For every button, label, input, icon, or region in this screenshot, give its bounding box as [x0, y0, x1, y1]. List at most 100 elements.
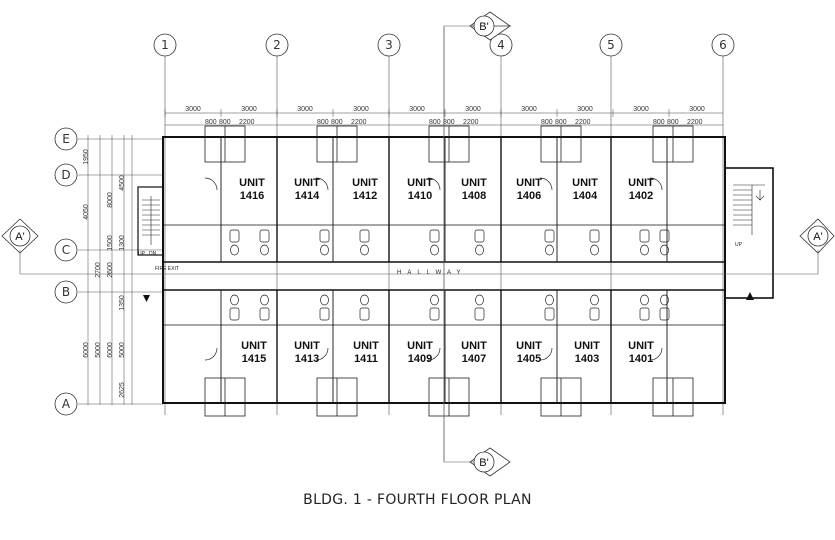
- section-a-right-label: A': [813, 231, 822, 243]
- section-b-bottom-label: B': [479, 457, 488, 469]
- dim-top-5: 3000: [465, 106, 481, 113]
- grid-label-C: C: [62, 243, 70, 257]
- dim-top-7: 3000: [577, 106, 593, 113]
- dim-top-short-0-1: 800: [219, 119, 231, 126]
- dim-top-short-0-0: 800: [205, 119, 217, 126]
- dim-top-1: 3000: [241, 106, 257, 113]
- unit-word-south-1413: UNIT: [294, 340, 320, 352]
- unit-word-south-1411: UNIT: [353, 340, 379, 352]
- grid-bubble-5: 5: [599, 33, 623, 57]
- grid-bubble-D: D: [54, 163, 78, 187]
- dim-top-short-3-1: 800: [555, 119, 567, 126]
- dim-left-12: 5000: [119, 342, 126, 358]
- dim-top-6: 3000: [521, 106, 537, 113]
- unit-word-north-1402: UNIT: [628, 177, 654, 189]
- dim-top-2: 3000: [297, 106, 313, 113]
- dim-top-3: 3000: [353, 106, 369, 113]
- grid-bubble-C: C: [54, 238, 78, 262]
- dim-top-short-2-1: 800: [443, 119, 455, 126]
- unit-word-north-1414: UNIT: [294, 177, 320, 189]
- unit-number-1401: 1401: [629, 353, 653, 365]
- dim-top-short-3-2: 2200: [575, 119, 591, 126]
- stair-up-label: UP: [735, 242, 743, 248]
- stair-up-left-label: UP: [138, 251, 146, 257]
- grid-bubble-B: B: [54, 280, 78, 304]
- unit-number-1411: 1411: [354, 353, 378, 365]
- section-b-top-label: B': [479, 21, 488, 33]
- stair-left: [142, 196, 160, 245]
- dim-left-3: 5000: [95, 342, 102, 358]
- unit-word-south-1401: UNIT: [628, 340, 654, 352]
- section-marker-a-right: A': [799, 218, 835, 254]
- dim-left-11: 6000: [107, 342, 114, 358]
- unit-number-1413: 1413: [295, 353, 319, 365]
- grid-bubble-3: 3: [377, 33, 401, 57]
- dim-top-short-1-1: 800: [331, 119, 343, 126]
- unit-number-1409: 1409: [408, 353, 432, 365]
- unit-number-1410: 1410: [408, 190, 432, 202]
- grid-bubble-4: 4: [489, 33, 513, 57]
- unit-number-1415: 1415: [242, 353, 266, 365]
- dim-left-9: 2700: [95, 262, 102, 278]
- grid-bubble-E: E: [54, 127, 78, 151]
- dim-top-8: 3000: [633, 106, 649, 113]
- grid-bubble-A: A: [54, 392, 78, 416]
- dim-left-10: 1350: [119, 295, 126, 311]
- dim-left-8: 2600: [107, 262, 114, 278]
- unit-number-1406: 1406: [517, 190, 541, 202]
- unit-number-1403: 1403: [575, 353, 599, 365]
- unit-number-1414: 1414: [295, 190, 320, 202]
- grid-label-B: B: [62, 285, 70, 299]
- grid-label-1: 1: [161, 38, 169, 52]
- unit-word-north-1404: UNIT: [572, 177, 598, 189]
- dim-left-1: 4050: [83, 204, 90, 220]
- dim-top-short-4-0: 800: [653, 119, 665, 126]
- unit-word-south-1415: UNIT: [241, 340, 267, 352]
- section-marker-b-bottom: B': [469, 447, 511, 477]
- unit-word-north-1412: UNIT: [352, 177, 378, 189]
- dim-left-4: 4500: [119, 175, 126, 191]
- dim-top-short-1-2: 2200: [351, 119, 367, 126]
- grid-label-2: 2: [273, 38, 281, 52]
- dim-top-4: 3000: [409, 106, 425, 113]
- stair-down-label: DN: [149, 251, 157, 257]
- dim-left-5: 8000: [107, 192, 114, 208]
- dim-top-short-1-0: 800: [317, 119, 329, 126]
- unit-number-1416: 1416: [240, 190, 264, 202]
- grid-bubble-1: 1: [153, 33, 177, 57]
- dim-left-0: 1950: [83, 149, 90, 165]
- dim-left-2: 6000: [83, 342, 90, 358]
- dim-top-short-2-0: 800: [429, 119, 441, 126]
- unit-word-north-1416: UNIT: [239, 177, 265, 189]
- unit-word-north-1410: UNIT: [407, 177, 433, 189]
- unit-number-1402: 1402: [629, 190, 653, 202]
- unit-number-1404: 1404: [573, 190, 598, 202]
- unit-word-north-1408: UNIT: [461, 177, 487, 189]
- dim-top-9: 3000: [689, 106, 705, 113]
- dim-top-short-4-1: 800: [667, 119, 679, 126]
- unit-number-1408: 1408: [462, 190, 486, 202]
- dim-left-7: 1500: [107, 235, 114, 251]
- dim-top-short-2-2: 2200: [463, 119, 479, 126]
- unit-word-south-1409: UNIT: [407, 340, 433, 352]
- unit-number-1407: 1407: [462, 353, 486, 365]
- section-marker-a-left: A': [1, 218, 39, 254]
- grid-label-5: 5: [607, 38, 615, 52]
- section-a-left-label: A': [15, 231, 24, 243]
- unit-word-south-1403: UNIT: [574, 340, 600, 352]
- fire-exit-label: FIRE EXIT: [155, 266, 179, 272]
- grid-label-4: 4: [497, 38, 505, 52]
- grid-label-6: 6: [719, 38, 727, 52]
- dim-left-6: 1300: [119, 235, 126, 251]
- unit-number-1405: 1405: [517, 353, 541, 365]
- exit-arrow-left: [143, 295, 150, 302]
- dim-top-0: 3000: [185, 106, 201, 113]
- dim-left-13: 2625: [119, 382, 126, 398]
- grid-label-3: 3: [385, 38, 393, 52]
- unit-word-south-1405: UNIT: [516, 340, 542, 352]
- unit-word-north-1406: UNIT: [516, 177, 542, 189]
- unit-word-south-1407: UNIT: [461, 340, 487, 352]
- plan-title: BLDG. 1 - FOURTH FLOOR PLAN: [303, 492, 532, 508]
- stair-right: [733, 184, 765, 235]
- dim-top-short-4-2: 2200: [687, 119, 703, 126]
